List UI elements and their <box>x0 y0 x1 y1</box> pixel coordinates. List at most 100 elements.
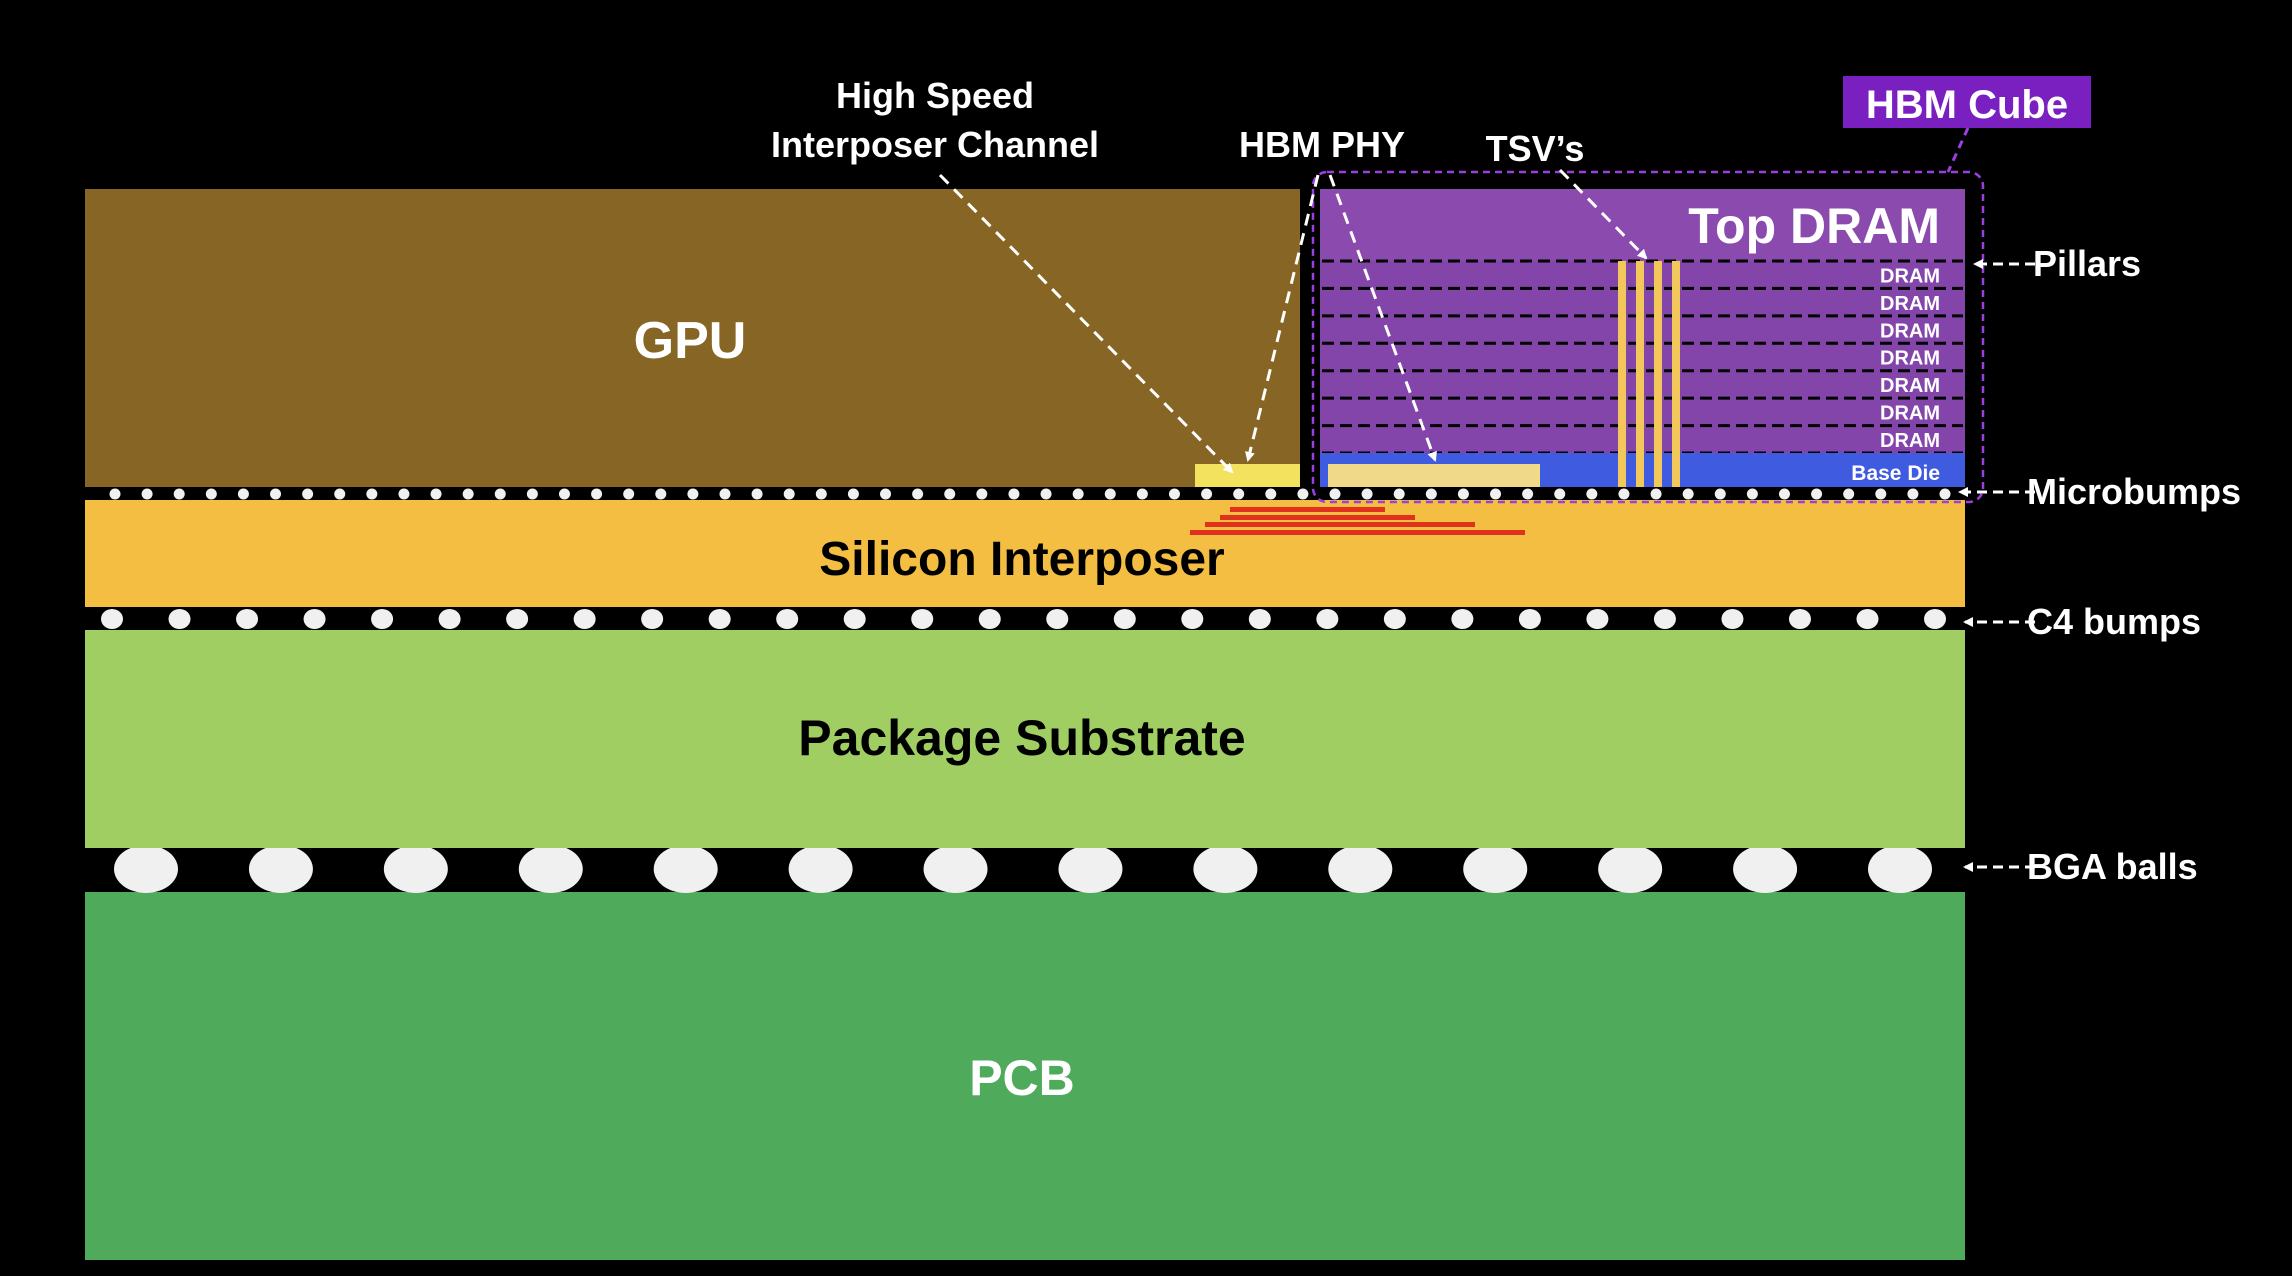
bga-balls-label: BGA balls <box>2027 846 2198 887</box>
tsv-pillars <box>1618 261 1680 487</box>
microbump <box>1072 488 1084 500</box>
microbump <box>462 488 474 500</box>
microbump <box>1457 488 1469 500</box>
hbm-phy-leader-hbm <box>1328 174 1437 462</box>
microbump <box>751 488 763 500</box>
package-substrate-layer <box>85 630 1965 848</box>
bga-balls-row <box>114 845 1932 893</box>
package-substrate-label: Package Substrate <box>798 710 1245 766</box>
c4-bump <box>1383 609 1406 629</box>
pcb-label: PCB <box>969 1050 1075 1106</box>
dram-layer-label: DRAM <box>1880 375 1940 397</box>
microbump <box>173 488 185 500</box>
side-label-arrows <box>1958 259 2035 872</box>
microbump <box>109 488 121 500</box>
microbump <box>1104 488 1116 500</box>
microbump <box>719 488 731 500</box>
dram-layer-label: DRAM <box>1880 348 1940 370</box>
c4-bump <box>1653 609 1676 629</box>
tsv-pillar-4 <box>1672 261 1680 487</box>
microbump <box>1490 488 1502 500</box>
c4-bump <box>911 609 934 629</box>
bga-ball <box>1868 845 1932 893</box>
c4-bump <box>641 609 664 629</box>
trace-2 <box>1220 515 1415 520</box>
microbump <box>1811 488 1823 500</box>
tsv-callout: TSV’s <box>1486 128 1585 169</box>
microbump <box>944 488 956 500</box>
c4-bump <box>776 609 799 629</box>
bga-ball <box>114 845 178 893</box>
microbump <box>783 488 795 500</box>
c4-bump <box>1046 609 1069 629</box>
microbump <box>1586 488 1598 500</box>
hbm-phy-pad <box>1328 464 1540 487</box>
microbump <box>1939 488 1951 500</box>
bga-ball <box>1058 845 1123 893</box>
channel-leader <box>938 173 1234 474</box>
c4-bump <box>101 609 123 629</box>
microbump <box>1618 488 1630 500</box>
microbump <box>847 488 859 500</box>
microbump <box>1008 488 1020 500</box>
c4-bump <box>1788 609 1811 629</box>
bga-ball <box>788 845 853 893</box>
hbm-phy-callout: HBM PHY <box>1239 124 1405 165</box>
c4-bump <box>168 609 191 629</box>
microbump <box>1168 488 1180 500</box>
pillars-label: Pillars <box>2033 243 2141 284</box>
microbumps-row <box>109 488 1951 500</box>
trace-4 <box>1190 530 1525 535</box>
bga-ball <box>248 845 313 893</box>
bga-ball <box>1328 845 1393 893</box>
dram-layer-label: DRAM <box>1880 320 1940 342</box>
microbump <box>398 488 410 500</box>
microbump <box>912 488 924 500</box>
microbump <box>1554 488 1566 500</box>
microbump <box>976 488 988 500</box>
microbump <box>687 488 699 500</box>
microbump <box>1201 488 1213 500</box>
microbump <box>1297 488 1309 500</box>
channel-callout-line1: High Speed <box>836 75 1034 116</box>
tsv-pillar-1 <box>1618 261 1626 487</box>
microbump <box>1522 488 1534 500</box>
base-die-label: Base Die <box>1851 462 1940 485</box>
c4-bump <box>1316 609 1339 629</box>
c4-bump <box>1113 609 1136 629</box>
tsv-pillar-3 <box>1654 261 1662 487</box>
microbump <box>655 488 667 500</box>
pcb-layer <box>85 892 1965 1260</box>
silicon-interposer-layer <box>85 500 1965 607</box>
bga-ball <box>1193 845 1258 893</box>
microbump <box>1650 488 1662 500</box>
top-dram-label: Top DRAM <box>1688 198 1940 254</box>
microbump <box>1265 488 1277 500</box>
c4-bump <box>708 609 731 629</box>
microbump <box>1907 488 1919 500</box>
microbump <box>237 488 249 500</box>
microbump <box>205 488 217 500</box>
microbump <box>1714 488 1726 500</box>
interposer-traces <box>1190 507 1525 535</box>
microbump <box>1393 488 1405 500</box>
c4-bump <box>1181 609 1204 629</box>
hbm-cube-label-box <box>1843 76 2091 128</box>
c4-bump <box>303 609 326 629</box>
c4-bump <box>236 609 259 629</box>
c4-bump <box>978 609 1001 629</box>
bga-ball <box>1598 845 1663 893</box>
gpu-phy-pad <box>1195 464 1300 487</box>
callout-leaders <box>938 168 1648 474</box>
gpu-die <box>85 189 1300 487</box>
microbump <box>1136 488 1148 500</box>
c4-bumps-label: C4 bumps <box>2027 601 2201 642</box>
microbump <box>815 488 827 500</box>
microbump <box>558 488 570 500</box>
c4-bump <box>1924 609 1946 629</box>
microbump <box>623 488 635 500</box>
c4-bump <box>1451 609 1474 629</box>
dram-layer-label: DRAM <box>1880 265 1940 287</box>
